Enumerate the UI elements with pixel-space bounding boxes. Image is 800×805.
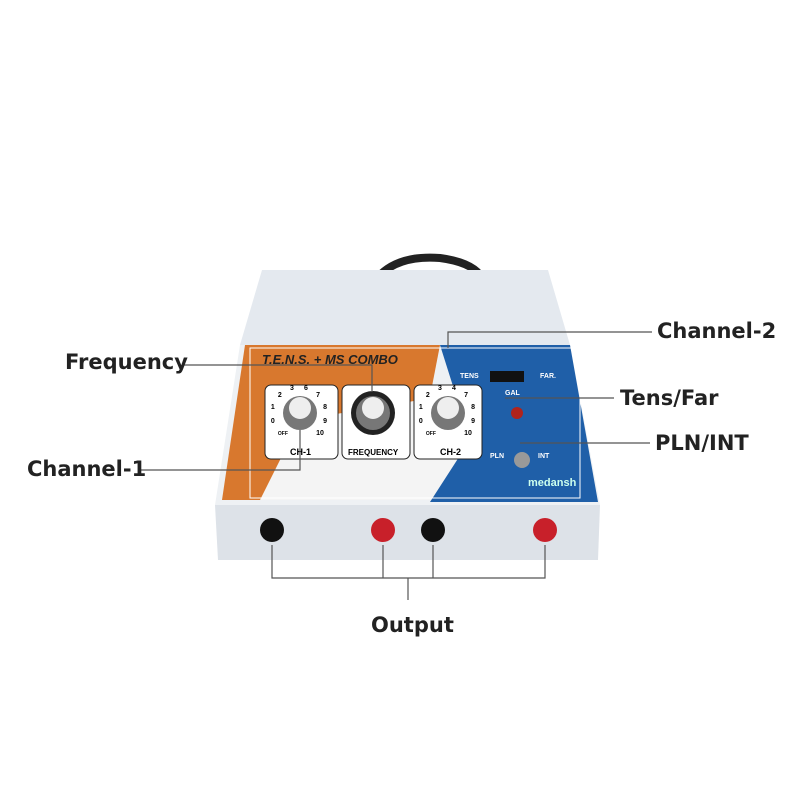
- device-front: [215, 505, 600, 560]
- knob-scale-mark: 1: [271, 404, 275, 411]
- terminal-red-2[interactable]: [533, 518, 557, 542]
- knob-scale-mark: 2: [278, 392, 282, 399]
- frequency-label: FREQUENCY: [348, 448, 399, 457]
- knob-scale-mark: 2: [426, 392, 430, 399]
- knob-scale-mark: 9: [323, 418, 327, 425]
- output-terminals: [260, 518, 557, 542]
- toggle-switch[interactable]: [514, 452, 530, 468]
- knob-scale-mark: 1: [419, 404, 423, 411]
- knob-scale-mark: 8: [323, 404, 327, 411]
- brand-logo: medansh: [528, 477, 577, 489]
- knob-scale-mark: 0: [271, 418, 275, 425]
- int-label: INT: [538, 453, 550, 460]
- ch2-label: CH-2: [440, 447, 461, 457]
- knob-scale-mark: 0: [419, 418, 423, 425]
- knob-scale-mark: OFF: [426, 431, 436, 437]
- pln-label: PLN: [490, 453, 504, 460]
- knob-scale-mark: 3: [438, 385, 442, 392]
- knob-scale-mark: OFF: [278, 431, 288, 437]
- callout-output: Output: [371, 613, 454, 637]
- indicator-led: [511, 407, 523, 419]
- knob-scale-mark: 4: [452, 385, 456, 392]
- frequency-knob-panel: FREQUENCY: [341, 384, 411, 460]
- callout-channel-2: Channel-2: [657, 319, 777, 343]
- device-lid: [240, 270, 570, 345]
- terminal-red-1[interactable]: [371, 518, 395, 542]
- far-label: FAR.: [540, 373, 556, 380]
- callout-channel-1: Channel-1: [27, 457, 147, 481]
- terminal-black-2[interactable]: [421, 518, 445, 542]
- knob-scale-mark: 9: [471, 418, 475, 425]
- callout-frequency: Frequency: [65, 350, 188, 374]
- knob-scale-mark: 3: [290, 385, 294, 392]
- knob-scale-mark: 7: [464, 392, 468, 399]
- gal-label: GAL: [505, 390, 521, 397]
- blue-graphic: [430, 345, 598, 502]
- tens-label: TENS: [460, 373, 479, 380]
- callout-tens-far: Tens/Far: [620, 386, 719, 410]
- knob-scale-mark: 7: [316, 392, 320, 399]
- ch2-knob-panel: CH-2: [413, 384, 483, 460]
- knob-scale-mark: 10: [464, 430, 472, 437]
- knob-scale-mark: 8: [471, 404, 475, 411]
- ch1-knob-panel: CH-1: [264, 384, 339, 460]
- knob-scale-mark: 10: [316, 430, 324, 437]
- knob-scale-mark: 6: [304, 385, 308, 392]
- leader-lines: [140, 331, 652, 600]
- power-cable: [377, 253, 484, 278]
- mode-switch[interactable]: [490, 371, 524, 382]
- terminal-black-1[interactable]: [260, 518, 284, 542]
- panel-border: [249, 347, 581, 499]
- callout-pln-int: PLN/INT: [655, 431, 749, 455]
- device-title: T.E.N.S. + MS COMBO: [262, 352, 398, 367]
